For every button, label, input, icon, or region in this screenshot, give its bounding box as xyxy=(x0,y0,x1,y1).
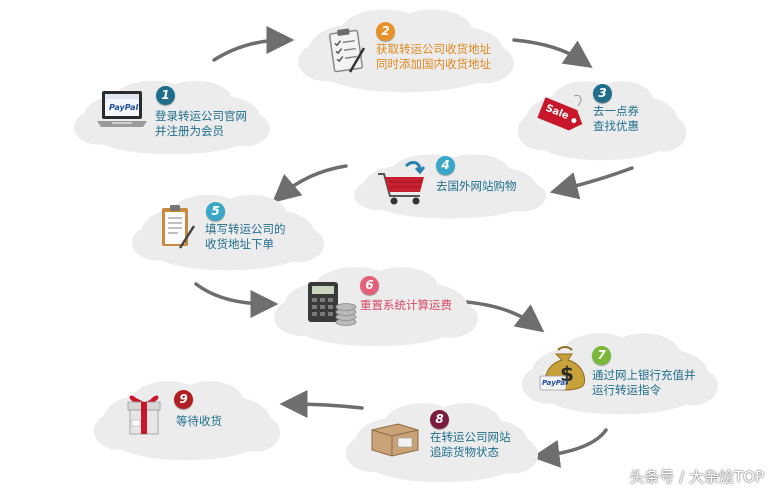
step-6-badge: 6 xyxy=(360,276,379,295)
arrow-6-to-7 xyxy=(464,300,545,333)
step-8-line-1: 在转运公司网站 xyxy=(430,430,511,444)
gift-box-icon xyxy=(124,390,164,440)
calculator-coins-icon xyxy=(306,280,358,328)
step-7-label: 通过网上银行充值并 运行转运指令 xyxy=(592,368,696,398)
step-7-badge: 7 xyxy=(592,346,611,365)
step-3-badge: 3 xyxy=(593,84,612,103)
step-5-label: 填写转运公司的 收货地址下单 xyxy=(205,222,286,252)
sale-tag-icon: Sale xyxy=(534,92,586,138)
package-box-icon xyxy=(368,420,422,460)
step-7-line-2: 运行转运指令 xyxy=(592,383,661,397)
clipboard-checklist-icon xyxy=(326,28,366,74)
order-form-icon xyxy=(158,204,198,252)
step-1-line-1: 登录转运公司官网 xyxy=(155,109,247,123)
step-5-line-1: 填写转运公司的 xyxy=(205,222,286,236)
arrow-7-to-8 xyxy=(531,428,608,468)
step-6-label: 重置系统计算运费 xyxy=(360,298,452,313)
arrow-3-to-4 xyxy=(549,166,634,200)
step-8: 8 在转运公司网站 追踪货物状态 xyxy=(344,398,540,484)
step-4-line-1: 去国外网站购物 xyxy=(436,179,517,193)
paypal-money-bag-icon: $ PayPal xyxy=(538,342,592,396)
arrow-4-to-5 xyxy=(272,164,348,203)
arrow-2-to-3 xyxy=(512,38,593,68)
shopping-cart-icon xyxy=(376,158,430,210)
paypal-card-text: PayPal xyxy=(542,379,568,387)
step-3-label: 去一点券 查找优惠 xyxy=(593,104,639,134)
step-9: 9 等待收货 xyxy=(92,376,282,462)
step-4: 4 去国外网站购物 xyxy=(352,150,548,220)
step-7: $ PayPal 7 通过网上银行充值并 运行转运指令 xyxy=(520,328,720,416)
watermark: 头条号 / 大杂烩TOP xyxy=(629,468,764,486)
laptop-paypal-icon: PayPal xyxy=(96,89,148,133)
step-1: PayPal 1 登录转运公司官网 并注册为会员 xyxy=(72,76,272,156)
paypal-text: PayPal xyxy=(109,103,139,112)
step-9-label: 等待收货 xyxy=(176,414,222,429)
step-7-line-1: 通过网上银行充值并 xyxy=(592,368,696,382)
arrow-8-to-9 xyxy=(279,390,364,419)
step-6: 6 重置系统计算运费 xyxy=(272,262,480,348)
step-2-label: 获取转运公司收货地址 同时添加国内收货地址 xyxy=(376,42,491,72)
money-bag-dollar: $ xyxy=(560,362,574,386)
step-3: Sale 3 去一点券 查找优惠 xyxy=(516,76,688,162)
step-5: 5 填写转运公司的 收货地址下单 xyxy=(130,190,326,272)
step-4-label: 去国外网站购物 xyxy=(436,179,517,194)
step-2: 2 获取转运公司收货地址 同时添加国内收货地址 xyxy=(296,4,516,94)
step-5-line-2: 收货地址下单 xyxy=(205,237,274,251)
step-9-badge: 9 xyxy=(174,390,193,409)
step-2-badge: 2 xyxy=(376,22,395,41)
step-8-label: 在转运公司网站 追踪货物状态 xyxy=(430,430,511,460)
step-4-badge: 4 xyxy=(436,156,455,175)
step-2-line-1: 获取转运公司收货地址 xyxy=(376,42,491,56)
step-1-line-2: 并注册为会员 xyxy=(155,124,224,138)
arrow-1-to-2 xyxy=(212,26,295,62)
step-6-line-1: 重置系统计算运费 xyxy=(360,298,452,312)
step-8-badge: 8 xyxy=(430,410,449,429)
step-1-badge: 1 xyxy=(156,86,175,105)
step-3-line-2: 查找优惠 xyxy=(593,119,639,133)
arrow-5-to-6 xyxy=(194,282,279,318)
step-2-line-2: 同时添加国内收货地址 xyxy=(376,57,491,71)
step-8-line-2: 追踪货物状态 xyxy=(430,445,499,459)
step-5-badge: 5 xyxy=(206,202,225,221)
step-1-label: 登录转运公司官网 并注册为会员 xyxy=(155,109,247,139)
step-3-line-1: 去一点券 xyxy=(593,104,639,118)
step-9-line-1: 等待收货 xyxy=(176,414,222,428)
